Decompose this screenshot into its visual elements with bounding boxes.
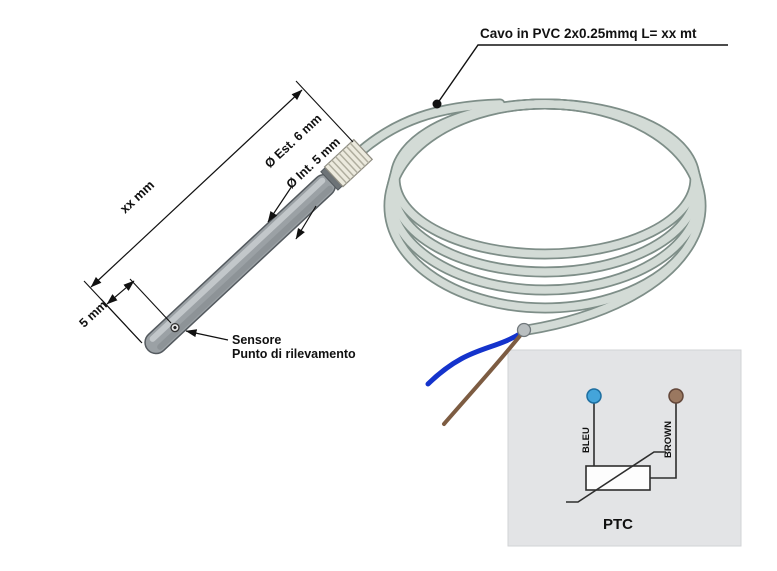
tip-distance-label: 5 mm [77,298,110,331]
probe-shadow [157,185,333,350]
extension-line [100,298,143,344]
collar-rib [338,152,359,174]
outer-diameter-arrow [267,185,293,223]
collar-rib [345,145,366,167]
collar-rib [342,149,362,171]
collar-rib [327,162,348,184]
cable-leader-dot [432,99,442,109]
cable-label: Cavo in PVC 2x0.25mmq L= xx mt [480,26,697,41]
probe-length-label: xx mm [117,177,157,216]
dimension-line [90,89,303,288]
probe-highlight [149,177,326,342]
thermistor-strike [566,451,666,503]
extension-line [295,80,354,143]
component-label: PTC [603,516,633,533]
sensor-callout: Sensore Punto di rilevamento [185,329,356,361]
blue-wire [425,329,526,387]
collar-rib [349,142,370,164]
ptc-schematic: BLEU BROWN PTC [566,388,684,533]
probe-body [144,173,337,355]
cable-end-crimp [516,322,532,338]
cable-callout: Cavo in PVC 2x0.25mmq L= xx mt [432,26,728,109]
schematic-panel [507,349,742,547]
right-terminal-label: BROWN [663,421,674,458]
cable-coil [357,100,705,334]
extension-line [129,278,172,324]
brown-terminal-dot [668,388,684,404]
dimension-line [106,280,135,305]
sensor-arrow [185,329,229,341]
schematic-right-wire [650,403,677,479]
left-terminal-label: BLEU [581,427,592,453]
blue-terminal-dot [586,388,602,404]
sensor-label-line2: Punto di rilevamento [232,347,356,361]
thermistor-body [585,465,651,491]
sensing-point-center [173,325,177,330]
strain-relief-collar [323,138,374,188]
collar-rib [334,156,355,177]
brown-wire [442,330,525,426]
sensor-label-line1: Sensore [232,333,281,347]
inner-diameter-arrow [295,205,317,240]
collar-rib [331,159,351,181]
probe [144,138,374,355]
cable-leader-line [436,44,728,105]
